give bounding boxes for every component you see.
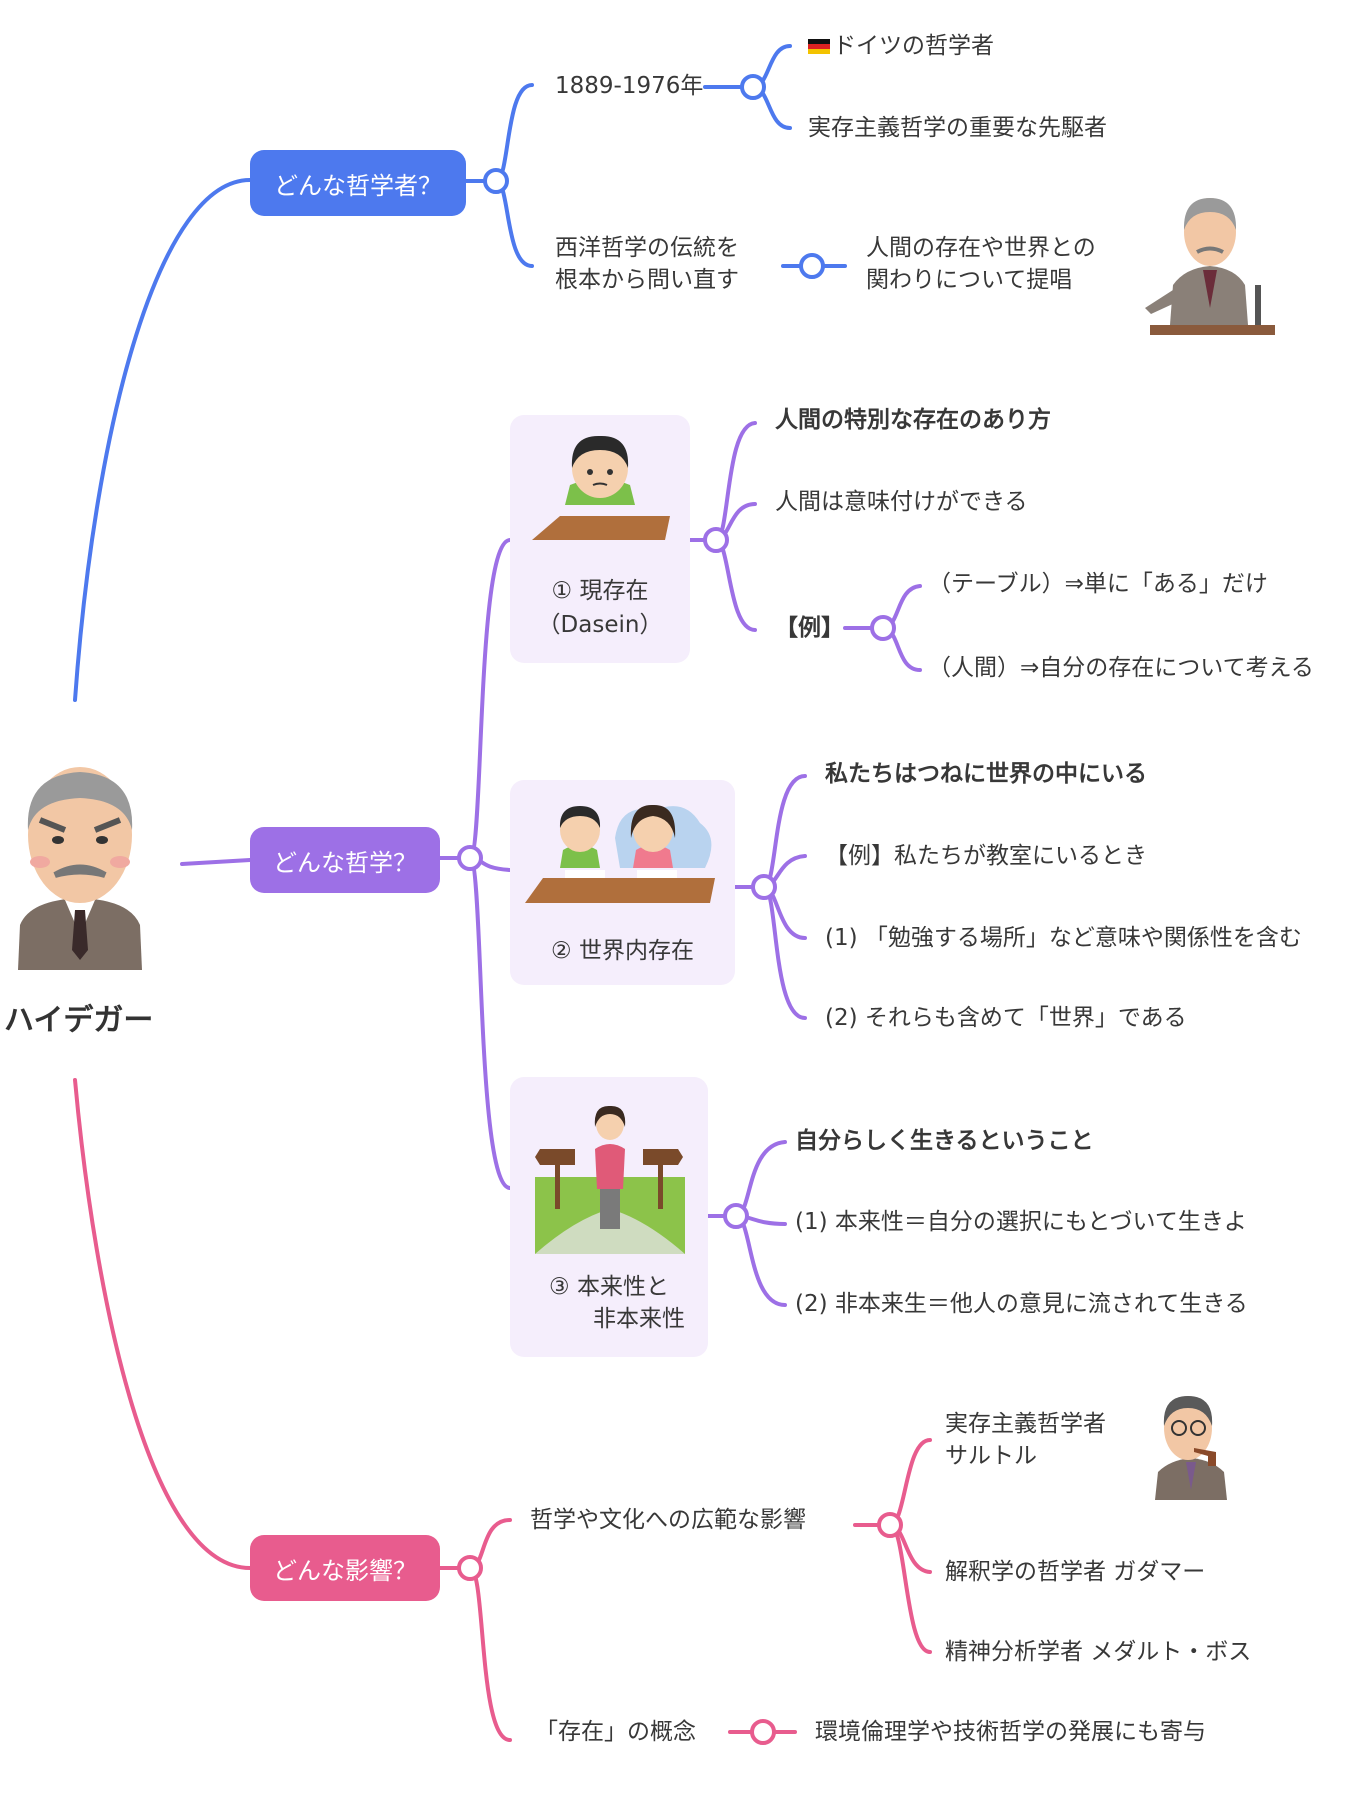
crossroads-illustration — [535, 1105, 685, 1254]
branch-philosophy-pill[interactable]: どんな哲学？ — [250, 827, 440, 893]
years-text: 1889-1976年 — [555, 73, 704, 99]
authenticity-point-3: (2) 非本来生＝他人の意見に流されて生きる — [795, 1291, 1248, 1317]
boss-text: 精神分析学者 メダルト・ボス — [945, 1639, 1252, 1665]
dasein-caption-2: （Dasein） — [537, 612, 663, 638]
classroom-illustration — [525, 804, 715, 903]
authenticity-caption-1: ③ 本来性と — [549, 1274, 669, 1300]
branch-who-pill[interactable]: どんな哲学者？ — [250, 150, 466, 216]
being-concept-text: 「存在」の概念 — [535, 1719, 696, 1745]
western-text-2: 根本から問い直す — [555, 267, 739, 293]
sartre-portrait — [1155, 1396, 1227, 1500]
world-point-3: (1) 「勉強する場所」など意味や関係性を含む — [825, 925, 1302, 951]
proposal-text-2: 関わりについて提唱 — [866, 267, 1073, 293]
gadamer-text: 解釈学の哲学者 ガダマー — [945, 1559, 1206, 1585]
authenticity-caption-2: 非本来性 — [593, 1306, 685, 1332]
german-flag-icon — [808, 39, 830, 54]
dasein-point-2: 人間は意味付けができる — [775, 489, 1028, 515]
dasein-example-1: （テーブル）⇒単に「ある」だけ — [928, 571, 1268, 597]
dasein-example-label: 【例】 — [775, 615, 844, 641]
dasein-example-2: （人間）⇒自分の存在について考える — [928, 655, 1314, 681]
western-text-1: 西洋哲学の伝統を — [555, 235, 739, 261]
authenticity-point-2: (1) 本来性＝自分の選択にもとづいて生きよ — [795, 1209, 1247, 1235]
lecturer-illustration — [1145, 198, 1275, 335]
world-point-1: 私たちはつねに世界の中にいる — [825, 761, 1147, 787]
heidegger-portrait — [18, 767, 142, 970]
sartre-text-2: サルトル — [945, 1443, 1037, 1469]
branch-influence-pill[interactable]: どんな影響？ — [250, 1535, 440, 1601]
broad-influence-text: 哲学や文化への広範な影響 — [530, 1507, 806, 1533]
proposal-text-1: 人間の存在や世界との — [866, 235, 1096, 261]
authenticity-card[interactable]: ③ 本来性と 非本来性 — [510, 1077, 708, 1357]
dasein-caption-1: ① 現存在 — [551, 578, 649, 604]
being-in-world-card[interactable]: ② 世界内存在 — [510, 780, 735, 985]
being-in-world-caption: ② 世界内存在 — [551, 938, 694, 964]
world-point-2: 【例】私たちが教室にいるとき — [825, 843, 1147, 869]
sartre-text-1: 実存主義哲学者 — [945, 1411, 1106, 1437]
student-at-desk-illustration — [532, 435, 670, 540]
world-point-4: (2) それらも含めて「世界」である — [825, 1005, 1187, 1031]
pioneer-text: 実存主義哲学の重要な先駆者 — [808, 115, 1107, 141]
dasein-point-1: 人間の特別な存在のあり方 — [775, 407, 1051, 433]
dasein-card[interactable]: ① 現存在 （Dasein） — [510, 415, 690, 663]
ethics-text: 環境倫理学や技術哲学の発展にも寄与 — [815, 1719, 1206, 1745]
authenticity-point-1: 自分らしく生きるということ — [795, 1128, 1094, 1154]
root-title: ハイデガー — [4, 1003, 154, 1038]
german-philosopher-text: ドイツの哲学者 — [808, 30, 994, 63]
